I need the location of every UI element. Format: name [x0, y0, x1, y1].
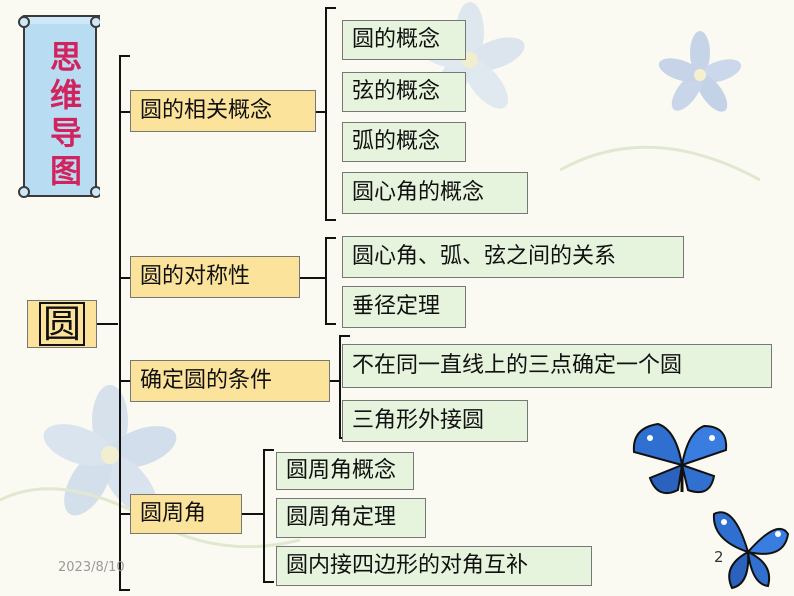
leaf-node: 弦的概念	[342, 72, 466, 112]
leaf-node: 圆心角、弧、弦之间的关系	[342, 236, 684, 278]
leaf-node: 三角形外接圆	[342, 400, 528, 442]
branch-node-conditions: 确定圆的条件	[130, 360, 330, 402]
root-label: 圆	[38, 302, 85, 346]
leaf-node: 圆内接四边形的对角互补	[276, 546, 592, 586]
root-node: 圆	[27, 300, 97, 348]
leaf-node: 圆周角概念	[276, 452, 414, 490]
butterfly-icon	[632, 422, 728, 494]
branch-node-concepts: 圆的相关概念	[130, 90, 316, 132]
banner-title: 思 维 导 图	[49, 38, 82, 190]
branch-node-inscribed-angle: 圆周角	[130, 494, 242, 534]
leaf-node: 弧的概念	[342, 122, 466, 162]
leaf-node: 不在同一直线上的三点确定一个圆	[342, 344, 772, 388]
leaf-node: 圆心角的概念	[342, 172, 528, 214]
branch-node-symmetry: 圆的对称性	[130, 256, 300, 298]
butterfly-icon	[712, 511, 790, 590]
scroll-icon	[18, 15, 100, 198]
page-number: 2	[714, 548, 724, 566]
title-scroll-banner: 思 维 导 图	[14, 12, 100, 202]
leaf-node: 垂径定理	[342, 286, 466, 328]
footer-date: 2023/8/10	[58, 560, 125, 575]
leaf-node: 圆周角定理	[276, 498, 426, 538]
leaf-node: 圆的概念	[342, 20, 466, 60]
